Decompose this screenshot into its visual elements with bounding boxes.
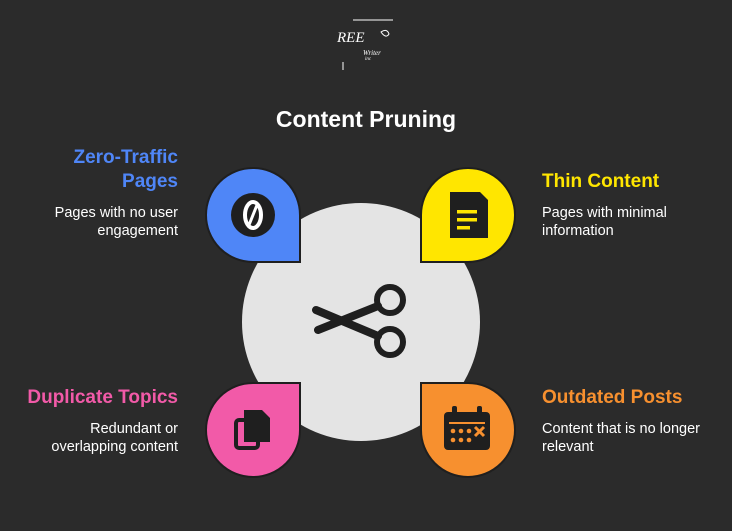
logo-brand-text: REE bbox=[336, 30, 365, 46]
zero-icon bbox=[231, 193, 275, 237]
zero-traffic-description: Pages with no user engagement bbox=[20, 204, 178, 240]
duplicate-topics-desc-line2: overlapping content bbox=[51, 439, 178, 455]
zero-traffic-desc-line1: Pages with no user bbox=[54, 205, 178, 221]
thin-content-description: Pages with minimal information bbox=[542, 204, 722, 240]
thin-content-badge bbox=[420, 167, 516, 263]
thin-content-heading: Thin Content bbox=[542, 171, 660, 192]
calendar-icon bbox=[444, 406, 490, 450]
scissors-icon bbox=[312, 284, 406, 358]
duplicate-topics-heading: Duplicate Topics bbox=[27, 387, 178, 408]
outdated-posts-description: Content that is no longer relevant bbox=[542, 420, 727, 456]
duplicate-topics-desc-line1: Redundant or bbox=[90, 421, 178, 437]
outdated-posts-badge bbox=[420, 382, 516, 478]
outdated-posts-desc-line2: relevant bbox=[542, 439, 594, 455]
zero-traffic-badge bbox=[205, 167, 301, 263]
document-icon bbox=[450, 192, 488, 238]
center-circle bbox=[242, 203, 480, 441]
zero-traffic-desc-line2: engagement bbox=[97, 223, 178, 239]
zero-traffic-heading-line2: Pages bbox=[122, 171, 178, 192]
outdated-posts-desc-line1: Content that is no longer bbox=[542, 421, 700, 437]
duplicate-topics-badge bbox=[205, 382, 301, 478]
thin-content-desc-line2: information bbox=[542, 223, 614, 239]
logo-sub-text-2: inc bbox=[365, 57, 372, 62]
zero-traffic-heading: Zero-Traffic Pages bbox=[30, 146, 178, 194]
duplicate-topics-description: Redundant or overlapping content bbox=[10, 420, 178, 456]
logo-sub-text: Writer bbox=[363, 49, 381, 57]
diagram-title: Content Pruning bbox=[275, 106, 457, 132]
brand-logo: REE Writer inc bbox=[336, 19, 393, 70]
logo-swirl-icon bbox=[380, 29, 390, 37]
outdated-posts-heading: Outdated Posts bbox=[542, 387, 683, 408]
copy-icon bbox=[234, 410, 270, 450]
thin-content-desc-line1: Pages with minimal bbox=[542, 205, 667, 221]
zero-traffic-heading-line1: Zero-Traffic bbox=[73, 147, 178, 168]
